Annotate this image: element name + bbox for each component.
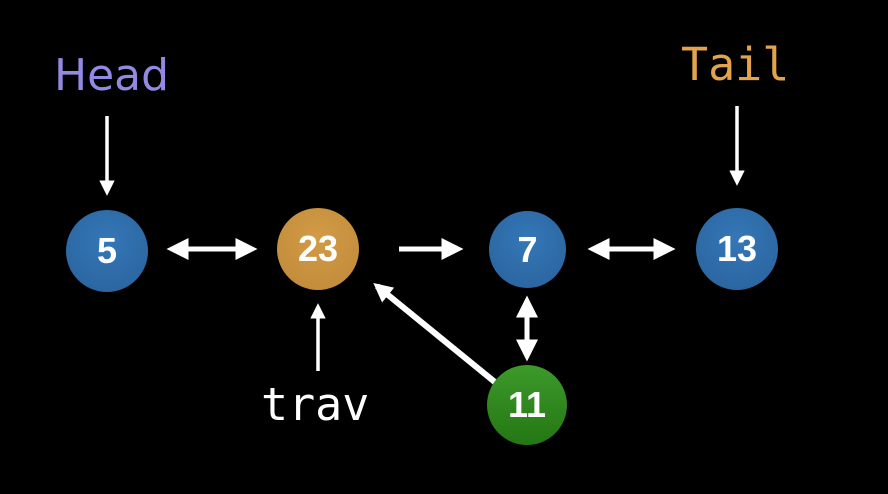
node-23: 23: [277, 208, 359, 290]
node-11: 11: [487, 365, 567, 445]
node-13: 13: [696, 208, 778, 290]
tail-label: Tail: [681, 38, 790, 91]
node-7: 7: [489, 211, 566, 288]
trav-label: trav: [261, 378, 370, 431]
node-5: 5: [66, 210, 148, 292]
edge-11-23-insert-arrow: [373, 282, 498, 386]
head-label: Head: [54, 50, 170, 101]
